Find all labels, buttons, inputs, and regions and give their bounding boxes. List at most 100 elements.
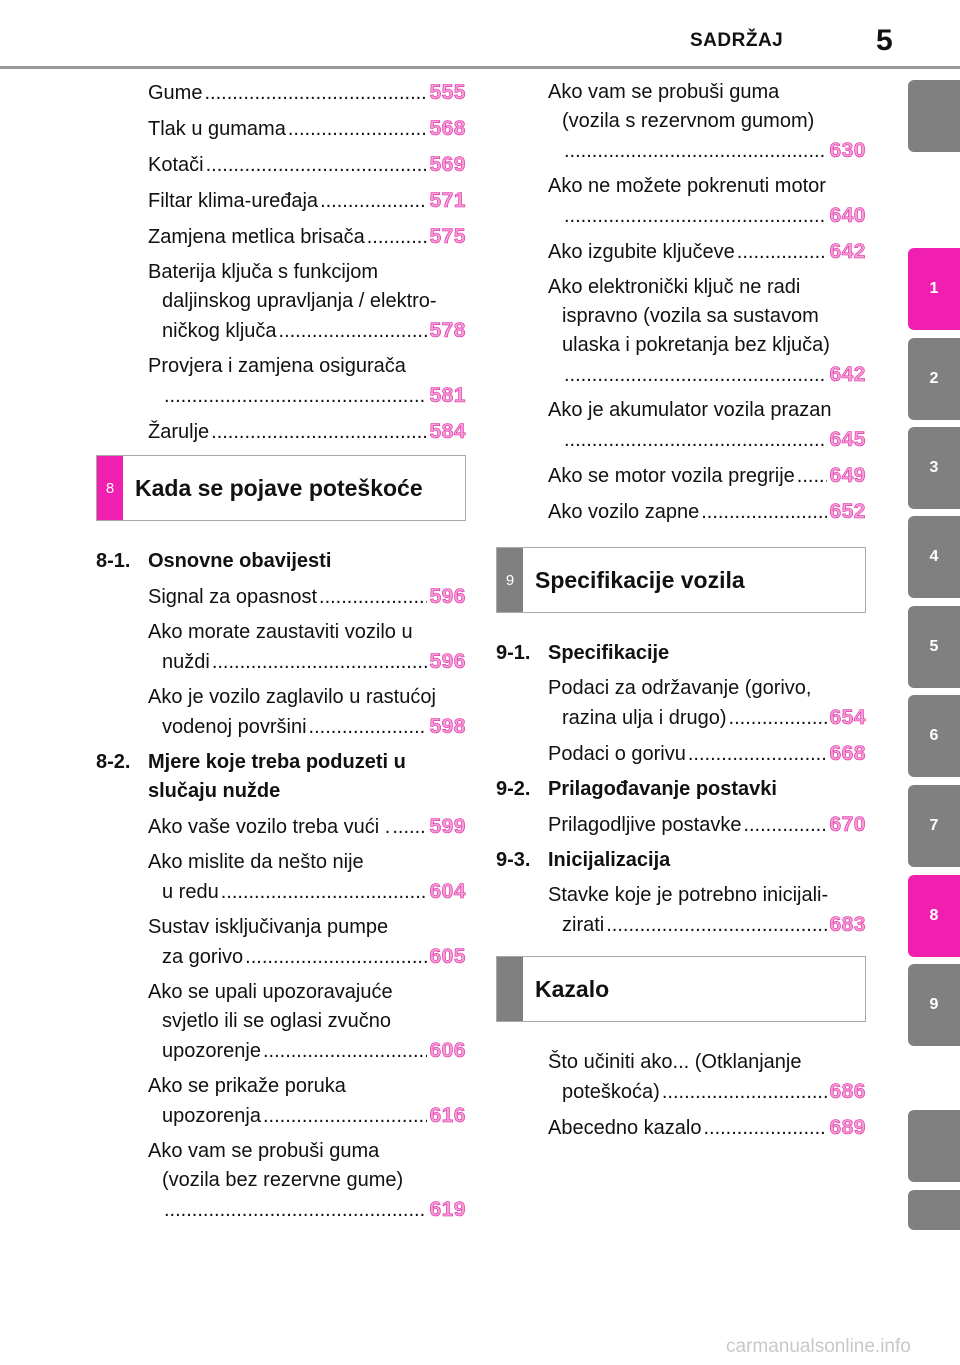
toc-entry-label: Tlak u gumama bbox=[148, 118, 286, 140]
toc-entry[interactable]: Ako izgubite ključeve642 bbox=[496, 237, 866, 267]
dot-leader bbox=[245, 943, 427, 972]
toc-entry[interactable]: Abecedno kazalo689 bbox=[496, 1113, 866, 1143]
chapter-tab-1[interactable]: 1 bbox=[908, 248, 960, 330]
toc-entry-row: Filtar klima-uređaja571 bbox=[148, 186, 466, 216]
dot-leader bbox=[367, 223, 428, 252]
page-reference: 596 bbox=[429, 585, 466, 609]
toc-entry[interactable]: Ako se motor vozila pregrije649 bbox=[496, 461, 866, 491]
dot-leader bbox=[263, 1102, 427, 1131]
watermark: carmanualsonline.info bbox=[726, 1336, 911, 1357]
toc-entry-row: poteškoća)686 bbox=[548, 1077, 866, 1107]
dot-leader bbox=[206, 151, 428, 180]
toc-entry[interactable]: Ako se prikaže porukaupozorenja616 bbox=[96, 1072, 466, 1131]
subsection-8-1: 8-1. Osnovne obavijesti bbox=[96, 547, 466, 576]
toc-entry-text: Ako je vozilo zaglavilo u rastućoj bbox=[148, 686, 436, 708]
toc-entry-text: Ako mislite da nešto nije bbox=[148, 851, 364, 873]
toc-entry[interactable]: Podaci o gorivu668 bbox=[496, 739, 866, 769]
toc-entry[interactable]: Zamjena metlica brisača575 bbox=[96, 222, 466, 252]
toc-entry[interactable]: Ako je akumulator vozila prazan645 bbox=[496, 396, 866, 455]
toc-entry-label: Filtar klima-uređaja bbox=[148, 190, 319, 212]
toc-entry[interactable]: Ako morate zaustaviti vozilo unuždi596 bbox=[96, 618, 466, 677]
toc-entry[interactable]: Filtar klima-uređaja571 bbox=[96, 186, 466, 216]
section-header-8[interactable]: 8 Kada se pojave poteškoće bbox=[96, 455, 466, 521]
toc-entry-row: Tlak u gumama568 bbox=[148, 114, 466, 144]
dot-leader bbox=[743, 811, 827, 840]
chapter-tab[interactable] bbox=[908, 80, 960, 152]
dot-leader bbox=[703, 1114, 827, 1143]
page-reference: 619 bbox=[429, 1198, 466, 1222]
dot-leader bbox=[701, 498, 827, 527]
toc-entry[interactable]: Ako vaše vozilo treba vući .599 bbox=[96, 812, 466, 842]
toc-entry-text: (vozila bez rezervne gume) bbox=[162, 1169, 404, 1191]
dot-leader bbox=[564, 361, 827, 390]
dot-leader bbox=[320, 187, 427, 216]
toc-entry[interactable]: Ako vam se probuši guma(vozila s rezervn… bbox=[496, 78, 866, 166]
chapter-tab[interactable] bbox=[908, 1190, 960, 1230]
section-title: Kazalo bbox=[535, 975, 610, 1002]
toc-entry-label: Prilagodljive postavke bbox=[548, 814, 742, 836]
toc-entry-row: Signal za opasnost 596 bbox=[148, 582, 466, 612]
section-header-9[interactable]: 9 Specifikacije vozila bbox=[496, 547, 866, 613]
header-rule bbox=[0, 66, 960, 69]
toc-entry-label: Kotači bbox=[148, 154, 204, 176]
chapter-tab-6[interactable]: 6 bbox=[908, 695, 960, 777]
page-reference: 642 bbox=[829, 363, 866, 387]
page-reference: 654 bbox=[829, 706, 866, 730]
chapter-tab-7[interactable]: 7 bbox=[908, 785, 960, 867]
chapter-tab-4[interactable]: 4 bbox=[908, 516, 960, 598]
toc-entry[interactable]: Ako vozilo zapne652 bbox=[496, 497, 866, 527]
dot-leader bbox=[564, 426, 827, 455]
toc-entry-label: zirati bbox=[562, 914, 605, 936]
chapter-tab-5[interactable]: 5 bbox=[908, 606, 960, 688]
toc-entry[interactable]: Prilagodljive postavke670 bbox=[496, 810, 866, 840]
page-reference: 555 bbox=[429, 81, 466, 105]
toc-entry-text: Ako vam se probuši guma bbox=[548, 81, 780, 103]
subsection-9-1: 9-1. Specifikacije bbox=[496, 639, 866, 668]
page-reference: 616 bbox=[429, 1104, 466, 1128]
toc-entry[interactable]: Gume555 bbox=[96, 78, 466, 108]
toc-entry[interactable]: Ako vam se probuši guma (vozila bez rezer… bbox=[96, 1137, 466, 1225]
toc-entry[interactable]: Stavke koje je potrebno inicijali-zirati… bbox=[496, 881, 866, 940]
toc-entry[interactable]: Žarulje584 bbox=[96, 417, 466, 447]
section-header-kazalo[interactable]: Kazalo bbox=[496, 956, 866, 1022]
toc-entry[interactable]: Ako ne možete pokrenuti motor640 bbox=[496, 172, 866, 231]
page-reference: 640 bbox=[829, 204, 866, 228]
toc-entry-label: Ako izgubite ključeve bbox=[548, 241, 735, 263]
page-reference: 645 bbox=[829, 428, 866, 452]
toc-entry-text: Ako elektronički ključ ne radi bbox=[548, 276, 801, 298]
chapter-tab-3[interactable]: 3 bbox=[908, 427, 960, 509]
toc-entry[interactable]: Signal za opasnost 596 bbox=[96, 582, 466, 612]
toc-entry-row: Zamjena metlica brisača575 bbox=[148, 222, 466, 252]
dot-leader bbox=[564, 202, 827, 231]
right-column: Ako vam se probuši guma(vozila s rezervn… bbox=[496, 78, 866, 1149]
subsection-9-3: 9-3. Inicijalizacija bbox=[496, 846, 866, 875]
toc-entry[interactable]: Kotači569 bbox=[96, 150, 466, 180]
toc-entry-label: Ako vozilo zapne bbox=[548, 501, 700, 523]
toc-entry-text: svjetlo ili se oglasi zvučno bbox=[162, 1010, 391, 1032]
toc-entry-label: Abecedno kazalo bbox=[548, 1117, 702, 1139]
toc-entry-label: poteškoća) bbox=[562, 1081, 660, 1103]
chapter-tab[interactable] bbox=[908, 1110, 960, 1182]
page-reference: 683 bbox=[829, 913, 866, 937]
toc-entry[interactable]: Podaci za održavanje (gorivo,razina ulja… bbox=[496, 674, 866, 733]
dot-leader bbox=[392, 813, 427, 842]
chapter-tab-8[interactable]: 8 bbox=[908, 875, 960, 957]
toc-entry[interactable]: Tlak u gumama568 bbox=[96, 114, 466, 144]
chapter-tab-9[interactable]: 9 bbox=[908, 964, 960, 1046]
chapter-tab-2[interactable]: 2 bbox=[908, 338, 960, 420]
toc-entry-text: Provjera i zamjena osigurača bbox=[148, 355, 406, 377]
toc-entry[interactable]: Provjera i zamjena osigurača581 bbox=[96, 352, 466, 411]
toc-entry-row: Abecedno kazalo689 bbox=[548, 1113, 866, 1143]
toc-entry-text: Ako morate zaustaviti vozilo u bbox=[148, 621, 413, 643]
toc-entry-label: Signal za opasnost bbox=[148, 586, 318, 608]
dot-leader bbox=[164, 1196, 427, 1225]
toc-entry-text: Stavke koje je potrebno inicijali- bbox=[548, 884, 829, 906]
toc-entry-text: Ako vam se probuši guma bbox=[148, 1140, 380, 1162]
